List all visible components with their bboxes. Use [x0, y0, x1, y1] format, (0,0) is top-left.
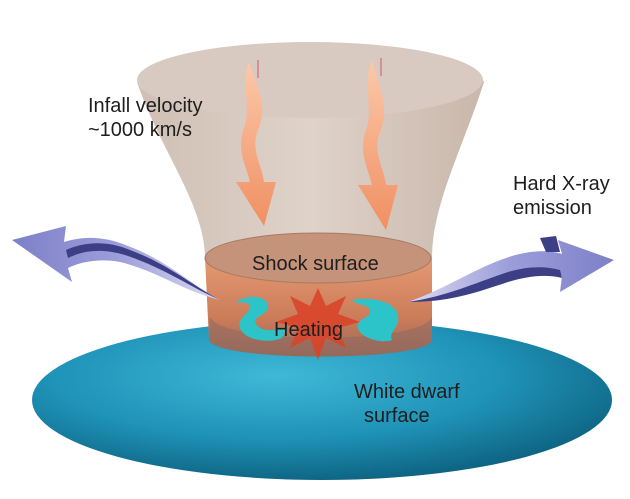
xray-emission-label: Hard X-ray emission — [513, 172, 610, 220]
heating-label: Heating — [274, 319, 343, 341]
shock-surface-label: Shock surface — [252, 253, 379, 275]
column-lower-shadow — [209, 316, 432, 357]
white-dwarf-surface-label: White dwarf surface — [354, 380, 460, 428]
xray-emission-line1: Hard X-ray — [513, 173, 610, 195]
funnel-top-rim — [137, 42, 483, 118]
xray-arrow-left — [12, 226, 220, 300]
white-dwarf-line1: White dwarf — [354, 381, 460, 403]
xray-arrow-right-edge — [408, 267, 562, 302]
infall-velocity-line1: Infall velocity — [88, 95, 203, 117]
infall-velocity-line2: ~1000 km/s — [88, 119, 192, 141]
xray-arrow-right-head-edge — [540, 236, 560, 252]
heating-star — [276, 288, 360, 360]
xray-arrow-left-edge — [66, 243, 220, 300]
infall-velocity-label: Infall velocity ~1000 km/s — [88, 94, 203, 142]
infall-arrow-left — [236, 62, 276, 226]
xray-arrow-right — [408, 240, 614, 302]
heat-flow-right — [352, 298, 399, 342]
shock-surface-disk — [204, 232, 432, 284]
infall-arrow-right — [358, 60, 398, 230]
white-dwarf-line2: surface — [364, 405, 430, 427]
heat-flow-left — [236, 296, 288, 341]
xray-emission-line2: emission — [513, 197, 592, 219]
white-dwarf-surface — [32, 320, 612, 480]
